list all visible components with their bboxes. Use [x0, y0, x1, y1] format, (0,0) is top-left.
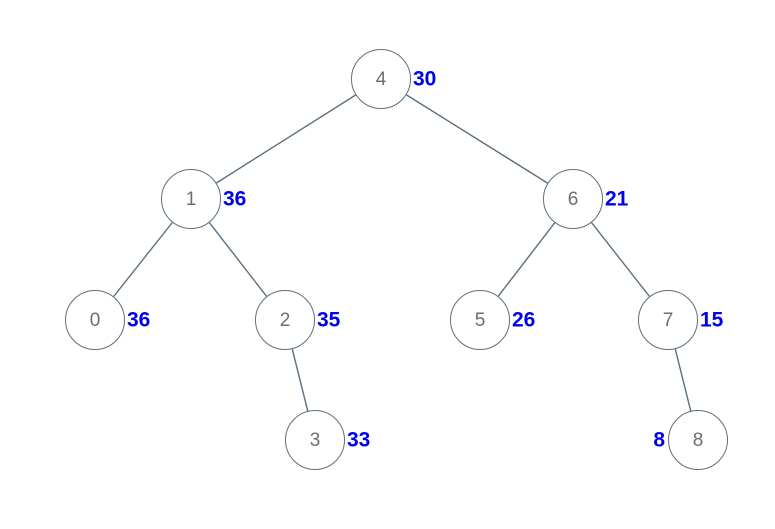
- tree-node-7[interactable]: 7 15: [638, 290, 723, 350]
- tree-node-key-0: 0: [89, 309, 101, 331]
- tree-edge-2-3: [291, 348, 309, 412]
- tree-node-5[interactable]: 5 26: [450, 290, 535, 350]
- tree-node-0[interactable]: 0 36: [65, 290, 150, 350]
- tree-node-label-3: 33: [347, 428, 371, 452]
- tree-node-key-6: 6: [567, 188, 579, 210]
- tree-node-label-6: 21: [605, 187, 629, 211]
- tree-edge-7-8: [674, 348, 692, 412]
- tree-node-label-5: 26: [512, 308, 536, 332]
- tree-edge-6-5: [497, 222, 556, 297]
- tree-node-4[interactable]: 4 30: [351, 49, 436, 109]
- tree-node-1[interactable]: 1 36: [161, 169, 246, 229]
- tree-node-key-2: 2: [279, 309, 291, 331]
- tree-node-label-4: 30: [413, 67, 437, 91]
- tree-node-6[interactable]: 6 21: [543, 169, 628, 229]
- tree-node-key-5: 5: [474, 309, 486, 331]
- tree-edge-4-1: [215, 94, 357, 184]
- tree-node-key-3: 3: [309, 429, 321, 451]
- tree-node-2[interactable]: 2 35: [255, 290, 340, 350]
- tree-node-key-7: 7: [662, 309, 674, 331]
- tree-node-label-1: 36: [223, 187, 247, 211]
- tree-edge-1-2: [208, 222, 268, 297]
- tree-node-label-7: 15: [700, 308, 724, 332]
- tree-node-label-0: 36: [127, 308, 151, 332]
- tree-node-label-2: 35: [317, 308, 341, 332]
- tree-edge-1-0: [113, 222, 173, 297]
- tree-edge-4-6: [406, 94, 548, 184]
- tree-node-key-8: 8: [692, 429, 704, 451]
- tree-node-label-8: 8: [653, 428, 665, 452]
- tree-node-key-4: 4: [375, 68, 387, 90]
- tree-node-key-1: 1: [185, 188, 197, 210]
- tree-edge-6-7: [590, 222, 651, 297]
